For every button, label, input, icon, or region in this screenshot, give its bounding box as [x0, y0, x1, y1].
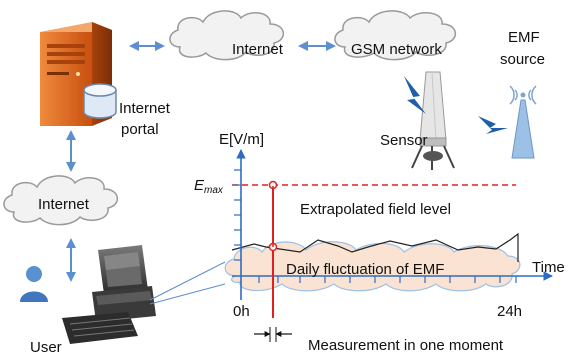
keyboard-icon [62, 312, 138, 344]
cell-tower-icon [509, 85, 537, 159]
user-chart-link-1 [149, 261, 226, 301]
lightning-icon-2 [478, 116, 508, 134]
y-axis-label: E[V/m] [219, 131, 264, 148]
user-icon [20, 266, 48, 302]
gsm-network-cloud [334, 10, 456, 61]
internet-cloud-left [3, 175, 118, 226]
fluctuation-curve [231, 232, 519, 262]
y-ticks [234, 169, 241, 261]
internet-portal-label-1: Internet [119, 100, 171, 117]
x-end-label: 24h [497, 303, 522, 320]
measurement-label: Measurement in one moment [308, 337, 504, 354]
internet-cloud-top [169, 10, 284, 61]
sensor-label: Sensor [380, 132, 428, 149]
antenna-icon [411, 71, 455, 170]
user-label: User [30, 339, 62, 356]
emf-source-label-2: source [500, 51, 545, 68]
lightning-icon-1 [404, 76, 426, 114]
emax-label: Emax [194, 177, 224, 196]
user-chart-link-2 [149, 283, 226, 305]
daily-fluctuation-label: Daily fluctuation of EMF [286, 261, 444, 278]
x-axis-label: Time [532, 259, 565, 276]
computer-icon [92, 245, 156, 322]
database-icon [83, 83, 117, 119]
internet-portal-label-2: portal [121, 121, 159, 138]
gsm-network-label: GSM network [351, 41, 442, 58]
emf-source-label-1: EMF [508, 29, 540, 46]
emf-chart: E[V/m] Emax Extrapolated field level Dai… [194, 131, 565, 354]
extrapolated-field-label: Extrapolated field level [300, 201, 451, 218]
internet-top-label: Internet [232, 41, 284, 58]
x-start-label: 0h [233, 303, 250, 320]
internet-left-label: Internet [38, 196, 90, 213]
x-ticks [258, 276, 517, 283]
fluctuation-band [224, 241, 521, 292]
